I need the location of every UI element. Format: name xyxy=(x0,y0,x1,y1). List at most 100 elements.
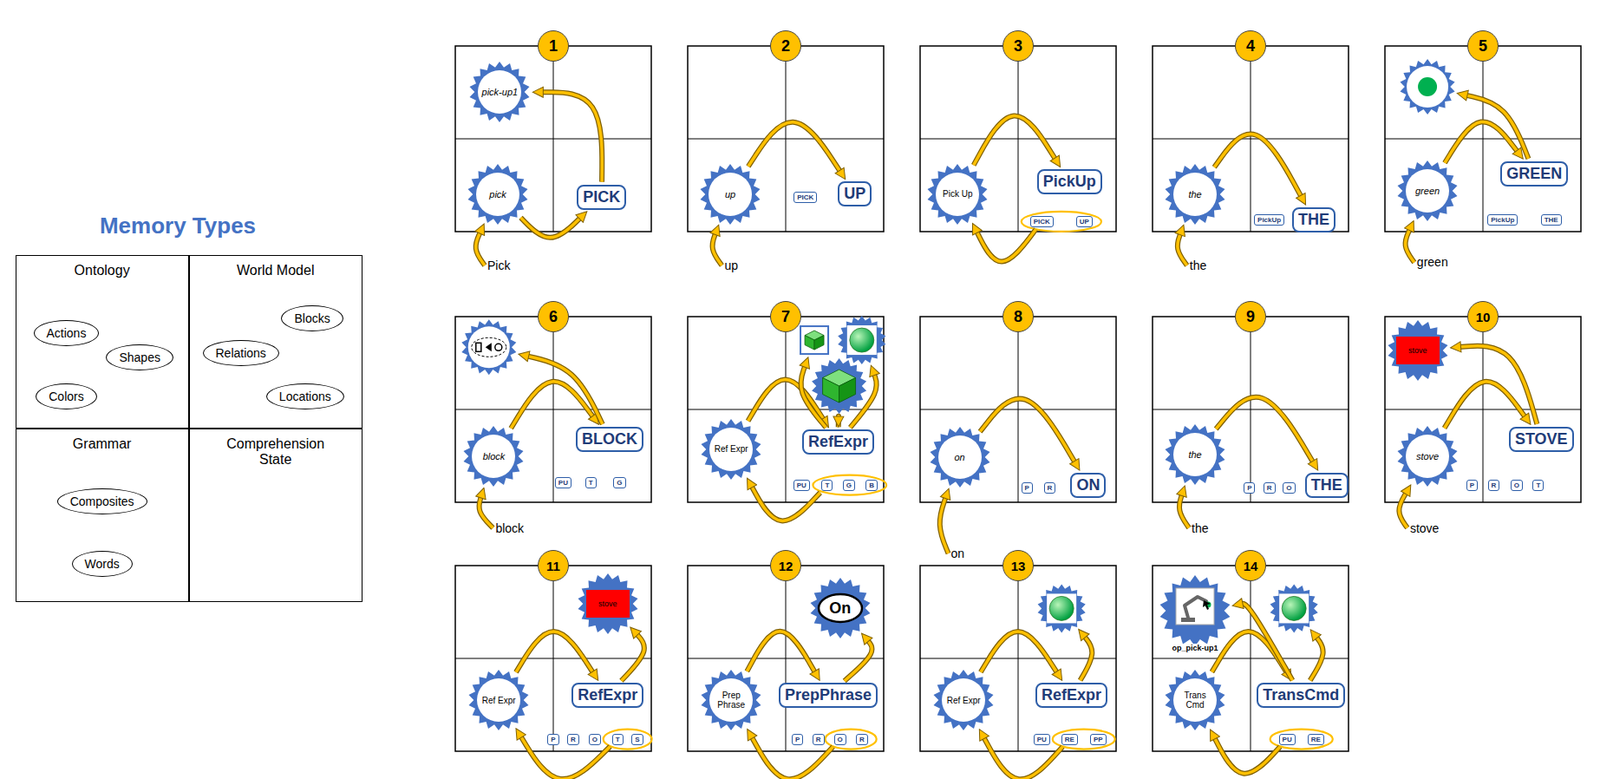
arrow-outline xyxy=(1240,603,1293,681)
panel-frame xyxy=(920,45,1117,232)
panel-divider xyxy=(455,409,652,411)
node-text: P xyxy=(1247,483,1252,492)
node-text: Ref Expr xyxy=(711,444,751,454)
node-text: R xyxy=(570,735,576,744)
word-starburst: the xyxy=(1163,163,1227,226)
concept-starburst: Pick Up xyxy=(926,163,989,226)
arrow-body xyxy=(973,115,1057,165)
connector-arrow xyxy=(1444,121,1518,163)
starburst xyxy=(463,425,524,487)
concept-starburst: Ref Expr xyxy=(932,668,995,732)
memory-ellipse: Locations xyxy=(266,383,345,410)
arrow-outline xyxy=(1214,134,1302,198)
grammar-box: ON xyxy=(1070,472,1106,498)
concept-starburst: Prep Phrase xyxy=(699,668,763,732)
starburst xyxy=(701,418,762,480)
node-text: Trans Cmd xyxy=(1175,690,1215,710)
grammar-box: PICK xyxy=(576,184,627,210)
word-starburst: green xyxy=(1396,159,1459,223)
arrow-outline xyxy=(1465,95,1529,159)
word-starburst: on xyxy=(928,425,992,489)
node-text: Prep Phrase xyxy=(711,690,751,710)
arrow-outline xyxy=(1214,737,1280,774)
picture-frame xyxy=(800,326,829,354)
panel-divider xyxy=(687,409,884,411)
pictures xyxy=(461,58,1455,633)
arrow-body xyxy=(620,633,644,680)
connector-arrow xyxy=(1214,737,1280,774)
starburst xyxy=(929,426,990,488)
word-starburst: up xyxy=(698,163,762,226)
input-arrow xyxy=(712,233,723,266)
input-arrow xyxy=(1177,233,1188,266)
picture-cube xyxy=(800,326,829,354)
arrow-body xyxy=(1444,121,1518,163)
arrow-body xyxy=(1214,737,1280,774)
starburst xyxy=(809,577,870,639)
node-text: O xyxy=(837,735,843,744)
node-text: PU xyxy=(796,481,807,490)
arrow-outline xyxy=(527,355,603,425)
connector-arrow xyxy=(748,122,841,173)
connector-arrow xyxy=(1444,381,1527,429)
node-text: RefExpr xyxy=(577,685,638,705)
arrow-outline xyxy=(1080,635,1093,680)
node-text: G xyxy=(616,478,622,487)
input-arrow xyxy=(940,496,949,554)
callout-number: 14 xyxy=(1234,549,1267,582)
starburst xyxy=(1400,58,1456,115)
callout-number: 10 xyxy=(1467,300,1499,333)
memory-ellipse: Shapes xyxy=(105,344,173,371)
memory-ellipse: Blocks xyxy=(280,305,343,332)
node-text: RE xyxy=(1064,735,1075,744)
panel-divider xyxy=(455,658,652,660)
arrow-body xyxy=(1310,636,1324,681)
node-text: the xyxy=(1175,449,1215,460)
diagram-title: Memory Types xyxy=(99,212,256,240)
cube-face xyxy=(814,335,824,351)
panel-divider xyxy=(1152,138,1349,140)
starburst xyxy=(837,315,886,365)
stove-location: stove xyxy=(576,572,640,635)
node-text: R xyxy=(1491,481,1497,490)
arrow-body xyxy=(1214,134,1302,198)
callout-number: 6 xyxy=(537,300,569,333)
node-text: T xyxy=(588,478,594,487)
arrow-outline xyxy=(1444,121,1518,163)
arrow-body xyxy=(541,91,602,182)
arrow-outline xyxy=(835,416,842,427)
panel-frame xyxy=(455,316,652,503)
node-text: Relations xyxy=(215,346,267,360)
node-text: On xyxy=(829,599,851,618)
node-text: Ref Expr xyxy=(479,695,518,706)
arrow-body xyxy=(1177,233,1188,266)
arrow-body xyxy=(1398,492,1408,529)
node-text: T xyxy=(824,481,830,490)
starburst xyxy=(933,669,994,731)
node-text: RefExpr xyxy=(808,432,869,451)
connector-arrow xyxy=(983,736,1063,779)
connector-arrow xyxy=(1458,346,1537,425)
connector-arrow xyxy=(844,640,873,681)
node-text: R xyxy=(859,735,865,744)
relation-oval xyxy=(818,594,863,622)
node-text: PU xyxy=(558,478,569,487)
panel-divider xyxy=(687,658,884,660)
starburst xyxy=(1397,160,1458,222)
node-text: G xyxy=(846,481,852,490)
panel-divider xyxy=(920,138,1117,140)
grammar-box: GREEN xyxy=(1500,161,1568,187)
memory-cell: GrammarCompositesWords xyxy=(15,428,190,602)
node-text: Locations xyxy=(279,389,332,404)
node-text: stove xyxy=(598,599,618,608)
starburst xyxy=(700,163,761,225)
picture-bshape xyxy=(461,319,516,375)
node-text: T xyxy=(615,735,621,744)
node-text: Colors xyxy=(48,389,84,404)
node-text: O xyxy=(592,735,598,744)
cube-face xyxy=(804,335,815,351)
node-text: World Model xyxy=(219,255,333,279)
cursor xyxy=(1202,600,1211,610)
callout-number: 4 xyxy=(1234,30,1267,62)
constituent-box: T xyxy=(821,479,833,491)
